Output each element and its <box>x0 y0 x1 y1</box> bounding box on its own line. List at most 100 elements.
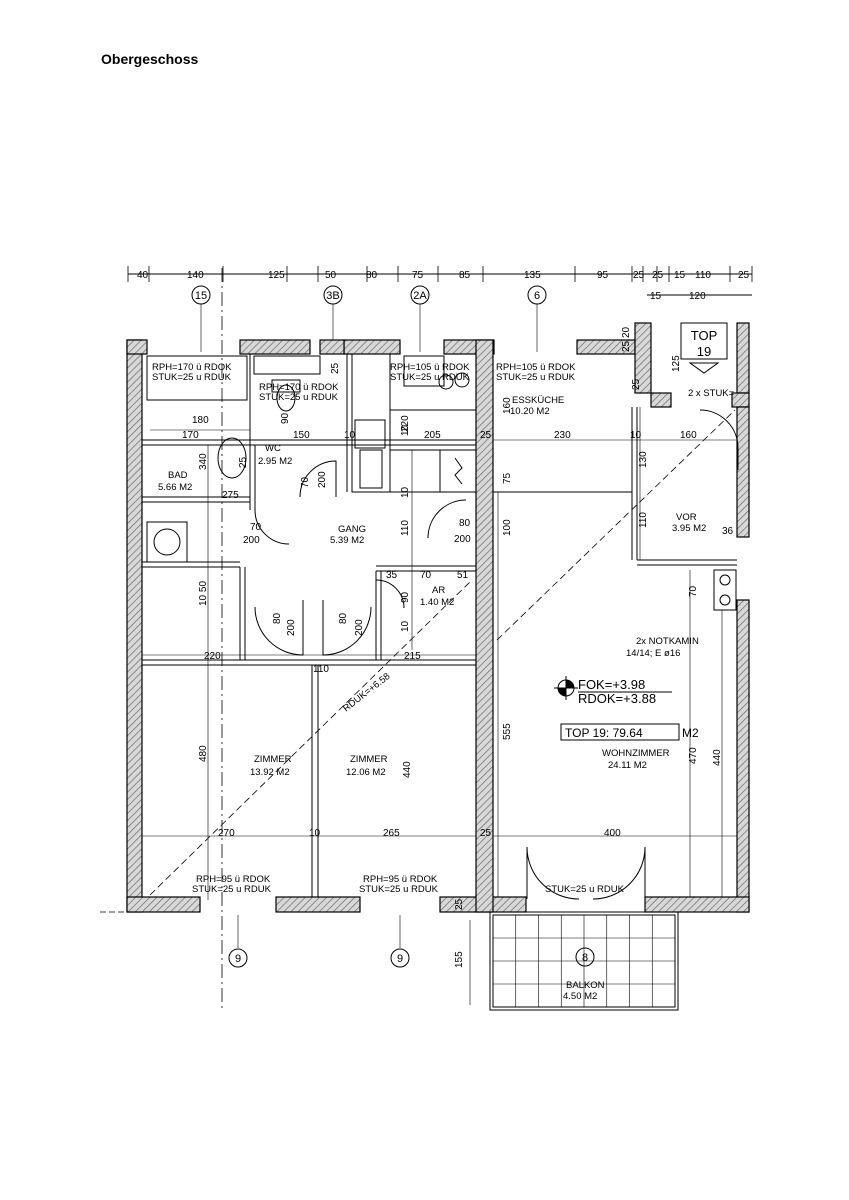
room-name-bad: BAD <box>168 470 188 481</box>
dim-top-label: 125 <box>268 270 285 281</box>
dim-label: 215 <box>404 651 421 662</box>
top-19-tag: TOP 19 <box>680 322 728 374</box>
balcony-grid <box>489 911 679 1011</box>
axis-label: 3B <box>326 290 339 302</box>
note: RPH=95 ü RDOK <box>196 874 271 885</box>
room-area-ar: 1.40 M2 <box>420 597 454 608</box>
room-name-wohnzimmer: WOHNZIMMER <box>602 748 670 759</box>
dim-label: 70 <box>688 585 699 597</box>
room-area-wc: 2.95 M2 <box>258 456 292 467</box>
dim-label: 25 <box>454 898 465 910</box>
dim-label: 25 <box>330 362 341 374</box>
dim-label: 180 <box>192 415 209 426</box>
dim-label: 150 <box>293 430 310 441</box>
dim-label: 470 <box>688 747 699 764</box>
dim-label: 100 <box>502 519 513 536</box>
dim-label: 200 <box>454 534 471 545</box>
axis-label: 9 <box>235 953 241 965</box>
room-name-esskueche: ESSKÜCHE <box>512 395 564 406</box>
dim-top-label: 25 <box>633 270 645 281</box>
room-name-ar: AR <box>432 585 445 596</box>
note: RPH=170 ü RDOK <box>259 382 339 393</box>
room-name-vor: VOR <box>676 512 697 523</box>
dim-label: 51 <box>457 570 469 581</box>
top-19-area: TOP 19: 79.64 <box>565 726 643 740</box>
room-area-vor: 3.95 M2 <box>672 523 706 534</box>
partitions <box>142 353 737 897</box>
top-19-unit: M2 <box>682 726 699 740</box>
dim-top-label: 25 <box>652 270 664 281</box>
room-area-esskueche: 10.20 M2 <box>510 406 550 417</box>
note: 2 x STUK= <box>688 388 735 399</box>
axis-label: 6 <box>534 290 540 302</box>
top-dimension-chain: 40 140 125 50 80 75 85 135 95 25 25 15 1… <box>127 266 753 302</box>
dim-label: 340 <box>198 453 209 470</box>
dim-label: 270 <box>218 828 235 839</box>
room-name-gang: GANG <box>338 524 366 535</box>
fok-level: FOK=+3.98 <box>578 677 645 692</box>
note: 2x NOTKAMIN <box>636 636 699 647</box>
dim-label: 25 <box>621 340 632 352</box>
dim-label: 10 <box>344 430 356 441</box>
room-labels: ESSKÜCHE 10.20 M2 WC 2.95 M2 BAD 5.66 M2… <box>158 395 706 1002</box>
dim-label: 36 <box>722 526 734 537</box>
note: STUK=25 u RDUK <box>192 884 272 895</box>
axis-markers: 15 3B 2A 6 9 9 8 <box>100 268 595 1010</box>
axis-label: 9 <box>397 953 403 965</box>
dim-label: 75 <box>502 472 513 484</box>
dim-label: 155 <box>454 951 465 968</box>
dim-label: 170 <box>182 430 199 441</box>
room-area-balkon: 4.50 M2 <box>563 991 597 1002</box>
dim-label: 230 <box>554 430 571 441</box>
dim-label: 70 <box>300 476 311 488</box>
dim-label: 205 <box>424 430 441 441</box>
page-heading: Obergeschoss <box>101 51 199 67</box>
dim-label: 125 <box>671 355 682 372</box>
note: RPH=105 ü RDOK <box>496 362 576 373</box>
dim-label: 70 <box>250 522 262 533</box>
dim-label: 25 <box>480 828 492 839</box>
dim-top-label: 140 <box>187 270 204 281</box>
dim-top-label: 85 <box>459 270 471 281</box>
dim-label: 110 <box>400 520 411 536</box>
note: STUK=25 u RDUK <box>259 392 339 403</box>
dim-label: 220 <box>204 651 221 662</box>
level-marker <box>554 676 680 741</box>
dim-top-label: 25 <box>738 270 750 281</box>
dim-label: 80 <box>338 612 349 624</box>
dim-label: 80 <box>459 518 471 529</box>
room-name-zimmer-2: ZIMMER <box>350 754 388 765</box>
note: RPH=105 ü RDOK <box>390 362 470 373</box>
note: STUK=25 u RDUK <box>545 884 625 895</box>
dimension-labels: 180 170 150 10 205 25 230 10 160 275 70 … <box>182 326 734 968</box>
room-area-bad: 5.66 M2 <box>158 482 192 493</box>
dim-label: 10 <box>400 620 411 632</box>
dim-top-label: 120 <box>689 291 706 302</box>
dim-label: 160 <box>680 430 697 441</box>
dim-label: 25 <box>631 378 642 390</box>
dim-label: 265 <box>383 828 400 839</box>
dim-label: 25 <box>238 456 249 468</box>
dim-top-label: 110 <box>695 270 711 281</box>
dim-label: 440 <box>402 761 413 778</box>
dim-label: 35 <box>386 570 398 581</box>
annotations: RPH=170 ü RDOK STUK=25 u RDUK RPH=170 ü … <box>152 362 735 895</box>
dim-top-label: 80 <box>366 270 378 281</box>
dim-label: 10 <box>630 430 642 441</box>
dim-label: 90 <box>280 412 291 424</box>
room-area-zimmer-2: 12.06 M2 <box>346 767 386 778</box>
note: RPH=170 ü RDOK <box>152 362 232 373</box>
dim-label: 400 <box>604 828 621 839</box>
room-area-wohnzimmer: 24.11 M2 <box>608 760 647 771</box>
dim-label: 200 <box>243 535 260 546</box>
dim-label: 130 <box>638 451 649 468</box>
axis-label: 8 <box>582 952 588 964</box>
dim-label: 80 <box>272 612 283 624</box>
dim-label: 275 <box>222 490 239 501</box>
rduk-level: RDUK=+6.58 <box>341 671 392 714</box>
note: STUK=25 u RDUK <box>390 372 470 383</box>
dim-label: 555 <box>502 723 513 740</box>
dim-top-label: 135 <box>524 270 541 281</box>
note: 14/14; E ø16 <box>626 648 680 659</box>
